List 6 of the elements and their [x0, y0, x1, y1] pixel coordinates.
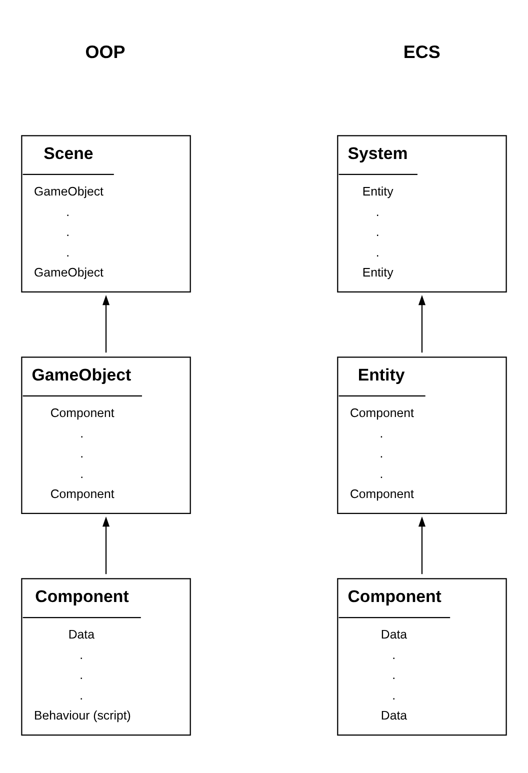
arrow: [418, 516, 426, 574]
label: OOP: [85, 41, 126, 62]
label: ECS: [403, 41, 440, 62]
arrow: [102, 294, 110, 352]
arrow: [418, 294, 426, 352]
arrow: [102, 516, 110, 574]
